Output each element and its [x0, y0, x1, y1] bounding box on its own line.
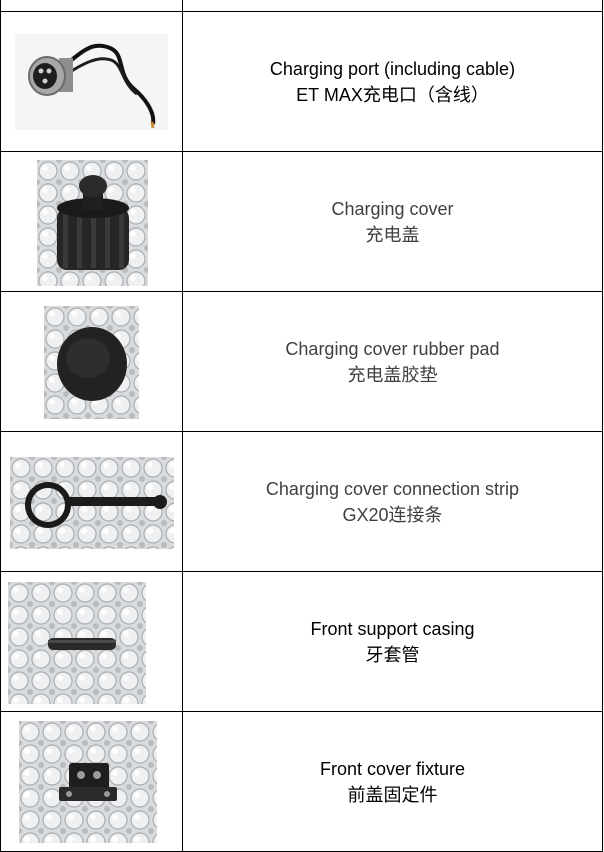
table-row: Front cover fixture 前盖固定件 — [0, 711, 603, 852]
part-description-cell: Charging cover connection strip GX20连接条 — [182, 431, 603, 572]
support-casing-icon — [8, 582, 146, 704]
part-name-en: Front support casing — [310, 618, 475, 639]
rubber-pad-icon — [44, 306, 139, 419]
part-image-cell — [0, 151, 183, 292]
part-description-cell: Charging cover rubber pad 充电盖胶垫 — [182, 291, 603, 432]
part-description-cell: Charging port (including cable) ET MAX充电… — [182, 11, 603, 152]
part-description-cell — [182, 0, 603, 12]
part-name-zh: 充电盖 — [365, 224, 420, 245]
part-name-en: Charging cover connection strip — [265, 478, 520, 499]
part-description-cell: Charging cover 充电盖 — [182, 151, 603, 292]
part-name-zh: 牙套管 — [365, 644, 420, 665]
part-name-zh: 前盖固定件 — [347, 784, 438, 805]
part-name-en: Charging cover rubber pad — [285, 338, 500, 359]
part-image-cell — [0, 0, 183, 12]
part-name-en: Charging cover — [331, 198, 454, 219]
part-image-cell — [0, 431, 183, 572]
part-image-cell — [0, 571, 183, 712]
table-row: Charging cover rubber pad 充电盖胶垫 — [0, 291, 603, 432]
table-row: Charging port (including cable) ET MAX充电… — [0, 11, 603, 152]
part-name-zh: GX20连接条 — [342, 504, 443, 525]
table-row: Charging cover connection strip GX20连接条 — [0, 431, 603, 572]
table-row: Charging cover 充电盖 — [0, 151, 603, 292]
part-image-cell — [0, 711, 183, 852]
part-image-cell — [0, 291, 183, 432]
connection-strip-icon — [10, 457, 174, 549]
part-name-en: Front cover fixture — [319, 758, 466, 779]
part-description-cell: Front support casing 牙套管 — [182, 571, 603, 712]
charging-port-icon — [15, 34, 168, 130]
part-name-en: Charging port (including cable) — [269, 58, 516, 79]
charging-cover-icon — [37, 160, 148, 286]
part-name-zh: 充电盖胶垫 — [347, 364, 438, 385]
part-description-cell: Front cover fixture 前盖固定件 — [182, 711, 603, 852]
table-row — [0, 0, 603, 12]
table-row: Front support casing 牙套管 — [0, 571, 603, 712]
part-image-cell — [0, 11, 183, 152]
cover-fixture-icon — [19, 721, 157, 843]
part-name-zh: ET MAX充电口（含线） — [296, 84, 489, 105]
